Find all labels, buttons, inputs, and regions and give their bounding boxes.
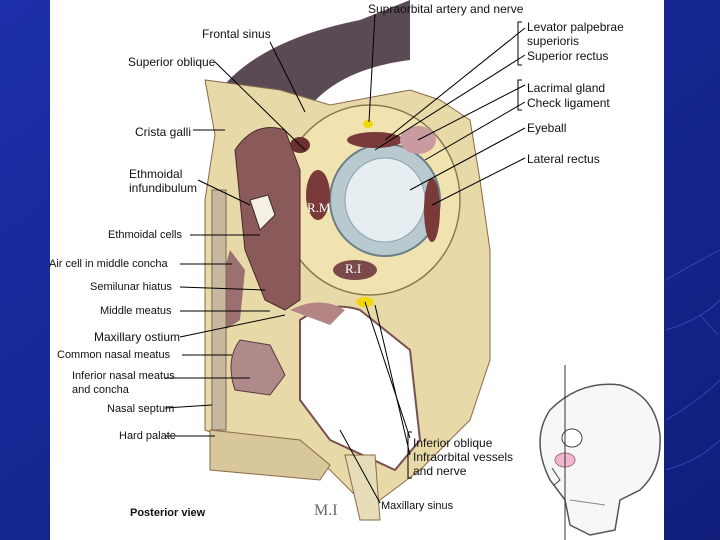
decorative-streaks — [665, 249, 720, 471]
maxillary-ostium-shape — [290, 302, 345, 325]
label-infraorbital: Infraorbital vessels — [413, 450, 514, 464]
hard-palate-shape — [209, 429, 331, 481]
label-superior-oblique: Superior oblique — [128, 55, 216, 69]
label-superior-rectus: Superior rectus — [527, 49, 609, 63]
label-middle-meatus: Middle meatus — [100, 305, 172, 317]
label-levator: Levator palpebrae — [527, 20, 624, 34]
inferior-rectus — [333, 260, 377, 280]
label-maxillary-sinus: Maxillary sinus — [381, 500, 454, 512]
label-inferior-nasal: Inferior nasal meatus — [72, 370, 175, 382]
label-posterior-view: Posterior view — [130, 507, 206, 519]
label-supraorbital: Supraorbital artery and nerve — [368, 2, 524, 16]
mi-mark: M.I — [314, 502, 338, 519]
middle-concha — [221, 250, 245, 330]
label-frontal-sinus: Frontal sinus — [202, 27, 271, 41]
medial-rectus — [306, 170, 330, 220]
supraorbital-nerve-shape — [363, 120, 373, 128]
label-lateral-rectus: Lateral rectus — [527, 152, 600, 166]
label-nasal-septum: Nasal septum — [107, 403, 175, 415]
label-ethmoidal: Ethmoidal — [129, 167, 183, 181]
superior-rectus-shape — [347, 132, 403, 148]
lateral-rectus-shape — [424, 178, 440, 242]
label-levator-2: superioris — [527, 34, 580, 48]
skull-inset — [510, 360, 664, 540]
label-semilunar: Semilunar hiatus — [90, 281, 172, 293]
inferior-concha — [230, 339, 286, 396]
label-and-concha: and concha — [72, 384, 129, 396]
rm-mark: R.M — [307, 200, 331, 215]
nasal-septum-shape — [211, 189, 227, 431]
label-brackets — [407, 21, 522, 479]
ri-mark: R.I — [345, 261, 361, 276]
label-air-cell: Air cell in middle concha — [49, 258, 168, 270]
label-check-ligament: Check ligament — [527, 96, 610, 110]
label-crista-galli: Crista galli — [135, 125, 192, 139]
tooth — [344, 454, 381, 521]
label-lacrimal-gland: Lacrimal gland — [527, 81, 606, 95]
label-maxillary-ostium: Maxillary ostium — [94, 330, 181, 344]
leader-lines — [164, 13, 526, 504]
label-inferior-oblique: Inferior oblique — [413, 436, 493, 450]
eyeball-inner — [344, 157, 426, 243]
label-infundibulum: infundibulum — [129, 181, 198, 195]
label-ethmoidal-cells: Ethmoidal cells — [108, 229, 182, 241]
label-hard-palate: Hard palate — [119, 430, 176, 442]
label-common-nasal: Common nasal meatus — [57, 349, 171, 361]
label-and-nerve: and nerve — [413, 464, 467, 478]
label-eyeball: Eyeball — [527, 121, 567, 135]
ethmoid-cell — [249, 194, 276, 231]
